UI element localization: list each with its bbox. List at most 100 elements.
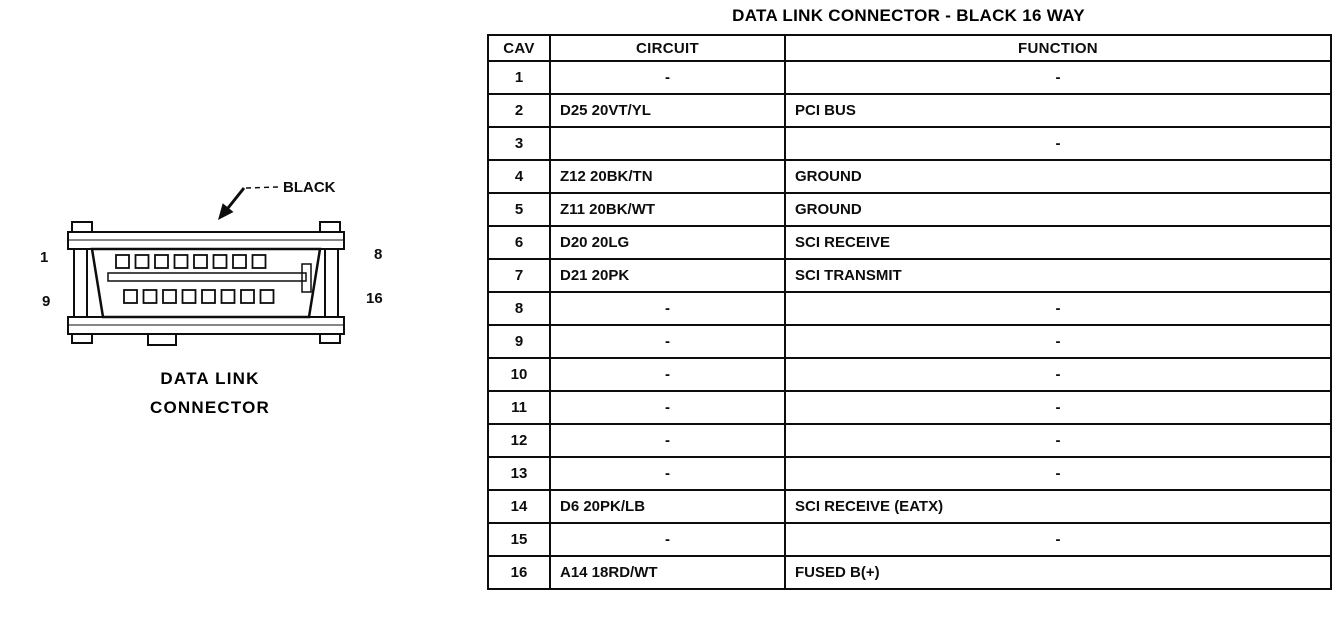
pin-cavity bbox=[142, 289, 158, 304]
pinout-table: CAV CIRCUIT FUNCTION 1 - - 2 D25 20VT/YL… bbox=[487, 34, 1332, 590]
function-cell: - bbox=[784, 324, 1332, 359]
pin-cavity bbox=[154, 254, 169, 269]
right-side-rail bbox=[324, 248, 339, 318]
circuit-cell: - bbox=[549, 423, 786, 458]
circuit-cell: - bbox=[549, 522, 786, 557]
function-cell: - bbox=[784, 126, 1332, 161]
leader-arrow-shaft bbox=[226, 187, 246, 209]
cav-cell: 2 bbox=[487, 93, 551, 128]
cav-cell: 5 bbox=[487, 192, 551, 227]
table-row: 13 - - bbox=[487, 456, 1332, 491]
pin-cavity bbox=[220, 289, 236, 304]
function-cell: - bbox=[784, 291, 1332, 326]
top-right-tab bbox=[319, 221, 341, 233]
pin-cavity bbox=[201, 289, 216, 304]
keyway-slot bbox=[107, 272, 307, 282]
pin-cavity bbox=[240, 289, 255, 304]
table-row: 1 - - bbox=[487, 60, 1332, 95]
function-cell: - bbox=[784, 357, 1332, 392]
pin-cavity bbox=[115, 254, 130, 269]
table-row: 4 Z12 20BK/TN GROUND bbox=[487, 159, 1332, 194]
circuit-cell: - bbox=[549, 456, 786, 491]
table-row: 8 - - bbox=[487, 291, 1332, 326]
top-left-tab bbox=[71, 221, 93, 233]
header-function: FUNCTION bbox=[784, 34, 1332, 62]
cav-cell: 9 bbox=[487, 324, 551, 359]
circuit-cell: A14 18RD/WT bbox=[549, 555, 786, 590]
circuit-cell: - bbox=[549, 357, 786, 392]
pin-cavity bbox=[181, 289, 197, 304]
table-row: 16 A14 18RD/WT FUSED B(+) bbox=[487, 555, 1332, 590]
pin-cavity bbox=[212, 254, 228, 269]
function-cell: SCI TRANSMIT bbox=[784, 258, 1332, 293]
function-cell: SCI RECEIVE bbox=[784, 225, 1332, 260]
keyway-end-slot bbox=[301, 263, 312, 293]
cav-cell: 3 bbox=[487, 126, 551, 161]
cav-cell: 15 bbox=[487, 522, 551, 557]
cav-cell: 13 bbox=[487, 456, 551, 491]
bottom-right-tab bbox=[319, 333, 341, 344]
cav-cell: 14 bbox=[487, 489, 551, 524]
function-cell: - bbox=[784, 60, 1332, 95]
pin-label-1: 1 bbox=[40, 249, 48, 266]
function-cell: GROUND bbox=[784, 159, 1332, 194]
leader-arrow-head-icon bbox=[218, 203, 234, 220]
table-row: 14 D6 20PK/LB SCI RECEIVE (EATX) bbox=[487, 489, 1332, 524]
connector-diagram: BLACK 1 bbox=[40, 179, 383, 346]
function-cell: FUSED B(+) bbox=[784, 555, 1332, 590]
cav-cell: 7 bbox=[487, 258, 551, 293]
pin-label-8: 8 bbox=[374, 246, 382, 263]
circuit-cell: Z12 20BK/TN bbox=[549, 159, 786, 194]
table-row: 7 D21 20PK SCI TRANSMIT bbox=[487, 258, 1332, 293]
cav-cell: 1 bbox=[487, 60, 551, 95]
function-cell: - bbox=[784, 522, 1332, 557]
table-row: 9 - - bbox=[487, 324, 1332, 359]
pin-row-bottom bbox=[123, 289, 275, 304]
leader-line bbox=[245, 186, 279, 189]
function-cell: GROUND bbox=[784, 192, 1332, 227]
connector-caption: DATA LINK CONNECTOR bbox=[95, 364, 325, 422]
caption-line-2: CONNECTOR bbox=[149, 398, 271, 417]
circuit-cell: - bbox=[549, 60, 786, 95]
cav-cell: 16 bbox=[487, 555, 551, 590]
bottom-left-tab bbox=[71, 333, 93, 344]
function-cell: PCI BUS bbox=[784, 93, 1332, 128]
pin-row-top bbox=[115, 254, 267, 269]
function-cell: - bbox=[784, 456, 1332, 491]
pin-cavity bbox=[173, 254, 189, 269]
table-row: 10 - - bbox=[487, 357, 1332, 392]
function-cell: SCI RECEIVE (EATX) bbox=[784, 489, 1332, 524]
table-row: 12 - - bbox=[487, 423, 1332, 458]
pin-label-16: 16 bbox=[366, 290, 383, 307]
header-circuit: CIRCUIT bbox=[549, 34, 786, 62]
connector-body bbox=[90, 247, 322, 319]
circuit-cell: D20 20LG bbox=[549, 225, 786, 260]
pin-cavity bbox=[134, 254, 150, 269]
circuit-cell: D21 20PK bbox=[549, 258, 786, 293]
header-row: CAV CIRCUIT FUNCTION bbox=[487, 34, 1332, 62]
pin-cavity bbox=[123, 289, 138, 304]
pin-cavity bbox=[232, 254, 247, 269]
pin-cavity bbox=[193, 254, 208, 269]
cav-cell: 6 bbox=[487, 225, 551, 260]
caption-line-1: DATA LINK bbox=[160, 369, 260, 388]
circuit-cell: - bbox=[549, 390, 786, 425]
table-row: 3 - bbox=[487, 126, 1332, 161]
table-row: 5 Z11 20BK/WT GROUND bbox=[487, 192, 1332, 227]
pin-cavity bbox=[251, 254, 267, 269]
black-label: BLACK bbox=[283, 179, 336, 196]
header-cav: CAV bbox=[487, 34, 551, 62]
circuit-cell: D25 20VT/YL bbox=[549, 93, 786, 128]
pin-cavity bbox=[162, 289, 177, 304]
table-row: 2 D25 20VT/YL PCI BUS bbox=[487, 93, 1332, 128]
function-cell: - bbox=[784, 390, 1332, 425]
cav-cell: 4 bbox=[487, 159, 551, 194]
cav-cell: 11 bbox=[487, 390, 551, 425]
table-row: 11 - - bbox=[487, 390, 1332, 425]
pin-label-9: 9 bbox=[42, 293, 50, 310]
table-row: 6 D20 20LG SCI RECEIVE bbox=[487, 225, 1332, 260]
cav-cell: 10 bbox=[487, 357, 551, 392]
circuit-cell: - bbox=[549, 291, 786, 326]
table-row: 15 - - bbox=[487, 522, 1332, 557]
